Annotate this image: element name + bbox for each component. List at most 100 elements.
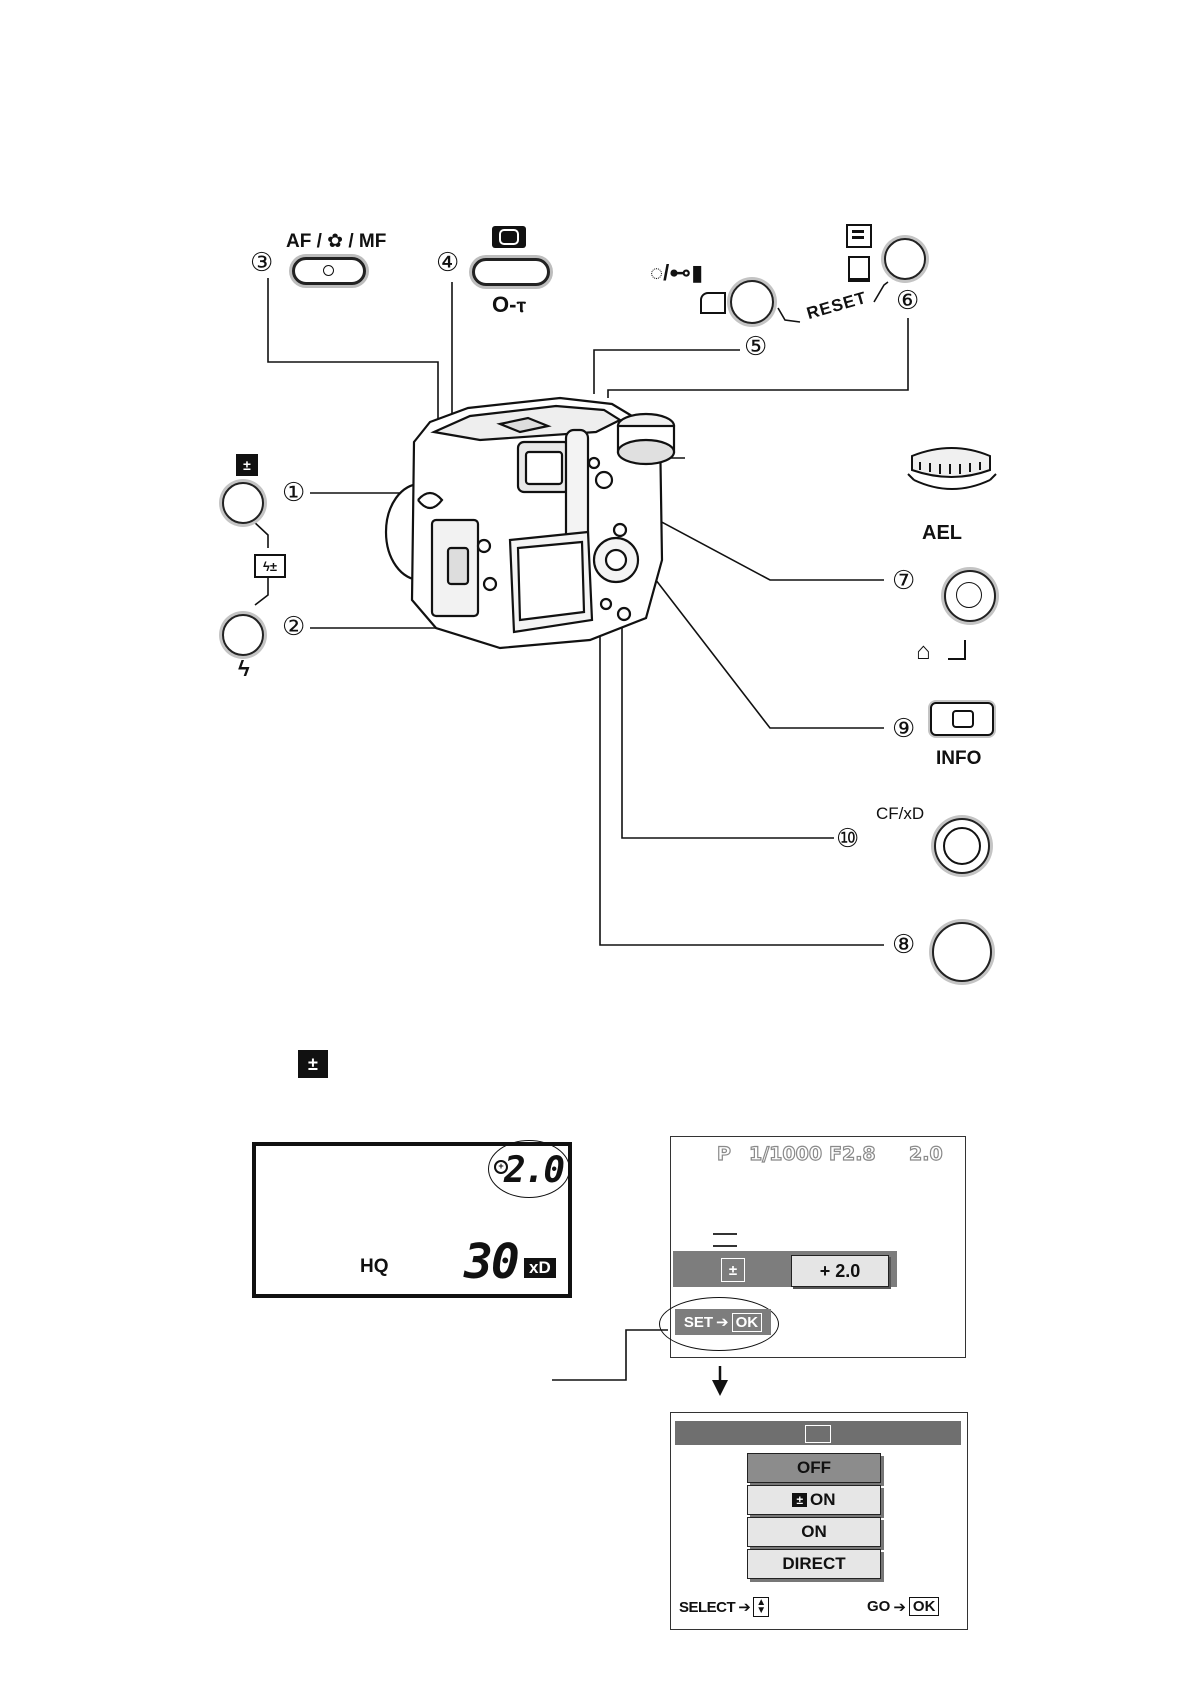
callout-10: ⑩ [836, 824, 860, 854]
set-ok-hint: SET ➔ OK [675, 1309, 771, 1335]
af-mf-button[interactable] [292, 257, 366, 285]
go-ok-label: OK [908, 1597, 940, 1616]
menu-item-off[interactable]: OFF [747, 1453, 881, 1483]
round-button-8[interactable] [932, 922, 992, 982]
lcd-quality: HQ [360, 1256, 389, 1277]
erase-icon: ⌂ [916, 638, 931, 665]
osd-ev: 2.0 [908, 1142, 943, 1165]
self-timer-remote-icon: ◌/⊷▮ [650, 260, 704, 285]
select-label: SELECT [679, 1598, 736, 1616]
strap-lug [417, 491, 444, 510]
leader-line-10 [621, 620, 834, 839]
erase-bracket [948, 640, 966, 660]
rear-button-5 [587, 456, 601, 470]
control-panel-lcd: + 2.0 HQ 30 xD [252, 1140, 572, 1298]
go-hint: GO ➔ OK [867, 1597, 940, 1616]
arrow-pad-center [604, 548, 628, 572]
leader-line-5 [593, 349, 740, 394]
exposure-highlight-circle [488, 1140, 570, 1198]
menu-item-direct[interactable]: DIRECT [747, 1549, 881, 1579]
reset-connector-right [873, 281, 889, 303]
osd-aperture: F2.8 [828, 1142, 876, 1165]
select-hint: SELECT ➔ ▲▼ [679, 1597, 769, 1617]
histogram-icon [805, 1425, 831, 1443]
metering-icon [492, 226, 526, 248]
flash-icon: ϟ [238, 656, 250, 681]
af-mf-label: AF / ✿ / MF [286, 231, 387, 252]
leader-line-7 [612, 495, 884, 581]
osd-exposure-icon: ± [721, 1258, 745, 1282]
arrow-icon: ➔ [738, 1599, 751, 1616]
callout-6: ⑥ [896, 286, 920, 316]
lcd-shot-count: 30 [464, 1234, 520, 1290]
leader-line-6 [607, 318, 909, 398]
osd-shutter: 1/1000 [748, 1142, 823, 1165]
set-ok-highlight [659, 1297, 779, 1351]
exposure-compensation-icon: ± [236, 454, 258, 476]
exposure-compensation-button[interactable] [222, 482, 264, 524]
lcd-exposure-value: 2.0 [504, 1150, 565, 1191]
command-dial-icon [907, 447, 997, 490]
lcd-screen [516, 540, 586, 622]
osd-mode: P [716, 1142, 731, 1165]
info-button[interactable] [930, 702, 994, 736]
callout-5: ⑤ [744, 332, 768, 362]
hot-shoe [496, 416, 552, 434]
arrow-icon: ➔ [716, 1314, 729, 1331]
ok-label: OK [731, 1312, 763, 1332]
side-button-1 [476, 538, 492, 554]
set-label: SET [683, 1313, 714, 1331]
menu-header [675, 1421, 961, 1445]
flash-mode-menu: OFF ± ON ON DIRECT SELECT ➔ ▲▼ GO ➔ OK [670, 1412, 968, 1630]
callout-7: ⑦ [892, 566, 916, 596]
print-button[interactable] [884, 238, 926, 280]
print-icon [848, 256, 870, 282]
af-mf-button-dot [323, 265, 334, 276]
callout-3: ③ [250, 248, 274, 278]
flash-compensation-icon: ϟ± [254, 554, 286, 578]
rear-button-8 [599, 597, 613, 611]
menu-exposure-icon: ± [792, 1493, 808, 1507]
flash-button[interactable] [222, 614, 264, 656]
lcd-card-badge: xD [524, 1258, 556, 1278]
monitor-screen: P 1/1000 F2.8 2.0 ± + 2.0 SET ➔ OK [659, 1136, 966, 1358]
callout-4: ④ [436, 248, 460, 278]
ael-button[interactable] [944, 570, 996, 622]
cf-xd-label: CF/xD [876, 804, 925, 823]
rotate-icon [700, 292, 726, 314]
callout-1: ① [282, 478, 306, 508]
camera-diagram [251, 278, 997, 946]
ael-label: AEL [922, 522, 962, 544]
leader-line-3 [267, 278, 439, 440]
print-reserve-icon [846, 224, 872, 248]
menu-item-on[interactable]: ON [747, 1517, 881, 1547]
connector-upper [251, 519, 269, 548]
dial-indicator-icon [713, 1233, 737, 1247]
exposure-section-icon: ± [298, 1050, 328, 1078]
osd-exposure-value[interactable]: + 2.0 [791, 1255, 889, 1287]
mode-dial-bottom [616, 438, 676, 466]
rear-button-9 [612, 522, 628, 538]
self-timer-button[interactable] [730, 280, 774, 324]
rear-button-7 [594, 470, 614, 490]
callout-2: ② [282, 612, 306, 642]
reset-connector-left [777, 307, 801, 323]
viewfinder-eyepiece [524, 450, 564, 486]
up-down-icon: ▲▼ [753, 1597, 769, 1617]
menu-item-exposure-on-label: ON [810, 1490, 836, 1509]
plus-icon: + [494, 1160, 508, 1174]
metering-protect-button[interactable] [472, 258, 550, 286]
callout-8: ⑧ [892, 930, 916, 960]
go-label: GO [867, 1598, 891, 1615]
leader-line-9 [624, 539, 884, 729]
leader-line-8 [599, 620, 884, 946]
menu-item-exposure-on[interactable]: ± ON [747, 1485, 881, 1515]
arrow-icon: ➔ [893, 1598, 906, 1616]
connector-lower [254, 578, 269, 606]
camera-body [384, 396, 676, 650]
side-button-2 [482, 576, 498, 592]
card-button[interactable] [934, 818, 990, 874]
card-door [446, 546, 470, 586]
info-label: INFO [936, 748, 982, 769]
